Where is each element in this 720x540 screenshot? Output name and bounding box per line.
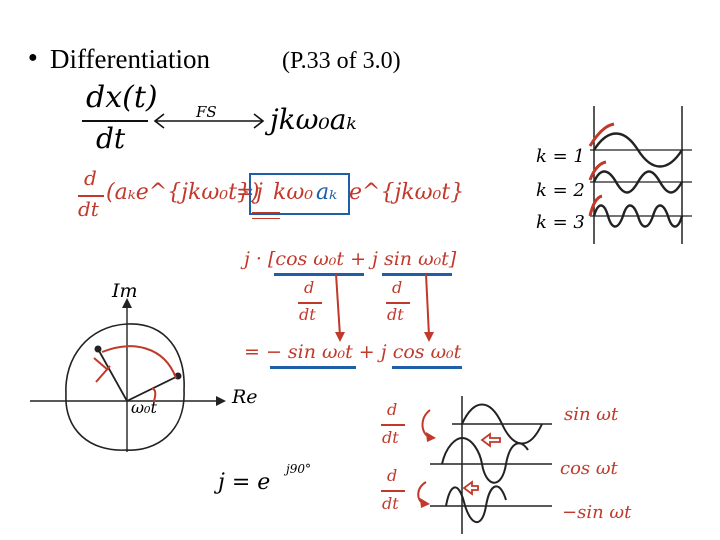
expansion-arrow-right-head — [424, 332, 434, 342]
wave-bar-top — [381, 424, 405, 426]
harmonic-wave-k2 — [592, 170, 684, 194]
harmonic-wave-k3 — [592, 204, 684, 228]
phasor-rotated-vector — [97, 348, 128, 402]
wave-bar-bottom — [381, 490, 405, 492]
j-equation: j = e — [218, 470, 271, 495]
expansion-d2: d — [392, 278, 403, 297]
expansion-dt2: dt — [387, 305, 404, 324]
expansion-arrow-left — [335, 273, 341, 337]
wave-label-neg-sin: −sin ωt — [562, 502, 632, 523]
deriv-tail: e^{jkω₀t} — [349, 180, 465, 205]
wave-label-cos: cos ωt — [560, 458, 618, 479]
wave-label-sin: sin ωt — [564, 404, 619, 425]
phasor-im-label: Im — [112, 280, 138, 302]
wave-d-top: d — [387, 400, 398, 419]
phasor-unit-circle — [65, 323, 185, 451]
expansion-bar2 — [386, 302, 410, 304]
deriv-d: d — [84, 166, 97, 190]
result-underline-cos — [392, 366, 462, 369]
expansion-bar1 — [298, 302, 322, 304]
expansion-prefix: j · [cos ω₀t + j sin ω₀t] — [244, 248, 457, 270]
wave-top-curl-arrowhead — [426, 432, 436, 442]
fs-rhs: jkω₀aₖ — [270, 103, 357, 136]
harmonic-tangent-k1 — [588, 122, 615, 147]
expansion-dt1: dt — [299, 305, 316, 324]
wave-d-bottom: d — [387, 466, 398, 485]
harmonic-label-k3: k = 3 — [536, 212, 585, 233]
harmonic-tangent-k2 — [588, 160, 607, 181]
wave-dt-top: dt — [382, 428, 399, 447]
page-reference: (P.33 of 3.0) — [282, 48, 401, 74]
deriv-boxed-j: j — [256, 180, 263, 205]
phasor-rotation-arc — [101, 345, 177, 379]
slide-title: Differentiation — [50, 44, 210, 74]
phasor-real-axis-arrowhead — [216, 396, 226, 406]
expansion-arrow-right — [425, 273, 430, 337]
wave-diagram — [417, 396, 552, 534]
phasor-re-label: Re — [232, 386, 258, 408]
fs-lhs-denominator: dt — [96, 122, 126, 155]
harmonics-sketch — [588, 106, 692, 244]
harmonic-tangent-k3 — [588, 194, 603, 217]
expansion-underline-sin — [382, 273, 452, 276]
phasor-rotation-marker — [93, 357, 111, 383]
phasor-diagram — [30, 298, 226, 452]
expansion-underline-cos — [274, 273, 364, 276]
deriv-underline-mark — [252, 212, 280, 219]
harmonic-wave-k1 — [592, 132, 684, 168]
fs-lhs-numerator: dx(t) — [86, 80, 158, 115]
wave-hollow-arrow-top — [480, 432, 501, 448]
expansion-arrow-left-head — [335, 332, 345, 342]
wave-hollow-arrow-bottom — [462, 480, 479, 496]
deriv-highlight-box — [249, 173, 350, 215]
j-equation-exponent: j90° — [286, 462, 311, 476]
deriv-boxed-kw0: kω₀ — [273, 180, 314, 205]
phasor-angle-arc — [151, 387, 157, 402]
expansion-d1: d — [304, 278, 315, 297]
expansion-arrows — [335, 273, 434, 342]
phasor-imag-axis-arrowhead — [122, 298, 132, 308]
harmonic-label-k2: k = 2 — [536, 180, 585, 201]
expansion-result: = − sin ω₀t + j cos ω₀t — [244, 341, 462, 363]
phasor-rotated-tip — [94, 345, 102, 353]
wave-dt-bottom: dt — [382, 494, 399, 513]
fs-lhs-fraction-bar — [82, 120, 148, 122]
wave-cos — [441, 436, 529, 484]
deriv-boxed-ak: aₖ — [316, 180, 338, 205]
phasor-angle-label: ω₀t — [131, 398, 157, 417]
deriv-term: (aₖe^{jkω₀t}) — [106, 180, 260, 205]
fs-arrow-label: FS — [196, 103, 217, 121]
wave-bottom-curl-arrowhead — [420, 498, 430, 508]
deriv-dt: dt — [78, 197, 99, 221]
wave-sin — [461, 403, 543, 445]
result-underline-sin — [270, 366, 356, 369]
deriv-fraction-bar — [78, 195, 104, 197]
harmonic-label-k1: k = 1 — [536, 146, 585, 167]
fs-double-arrow-icon — [153, 113, 265, 129]
bullet-icon: ● — [28, 49, 38, 66]
wave-neg-sin — [445, 485, 507, 523]
